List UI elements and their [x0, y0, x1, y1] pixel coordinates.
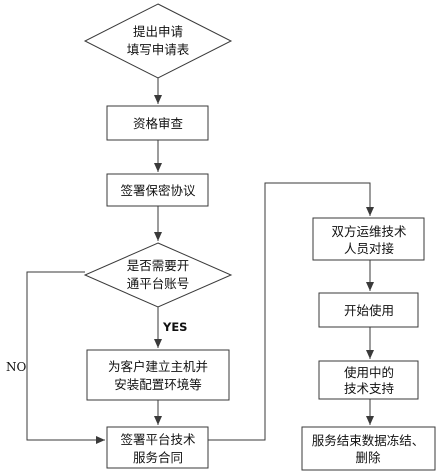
node-qualification-shape: [106, 105, 209, 141]
node-handover-line-2: 人员对接: [344, 241, 395, 256]
node-setup-line-2: 安装配置环境等: [114, 377, 202, 392]
node-end-line-1: 服务结束数据冻结、: [312, 433, 425, 448]
node-decision-line-2: 通平台账号: [127, 276, 190, 291]
node-contract-line-2: 服务合同: [133, 450, 183, 465]
node-nda-label: 签署保密协议: [120, 183, 196, 198]
node-support-line-1: 使用中的: [344, 365, 394, 380]
edge-label-no: NO: [6, 360, 27, 374]
node-decision-shape: [83, 242, 233, 308]
edge-decision-to-contract-no: [26, 271, 105, 444]
connectors: [26, 78, 374, 444]
node-support-line-2: 技术支持: [344, 381, 394, 396]
node-setup-line-1: 为客户建立主机并: [108, 359, 208, 374]
edge-label-yes: YES: [162, 320, 187, 334]
nodes: [83, 3, 436, 471]
node-qualification-label: 资格审查: [133, 116, 184, 131]
node-texts: 提出申请 填写申请表 资格审查 签署保密协议 是否需要开 通平台账号 为客户建立…: [108, 24, 424, 465]
node-handover-shape: [312, 217, 425, 261]
node-start-line-2: 填写申请表: [127, 42, 190, 57]
node-end-line-2: 删除: [355, 450, 381, 465]
node-decision-line-1: 是否需要开: [127, 258, 190, 273]
node-contract-shape: [106, 426, 209, 469]
node-start-line-1: 提出申请: [133, 24, 183, 39]
node-start-use-shape: [318, 292, 419, 328]
node-setup-shape: [86, 349, 230, 401]
edge-contract-to-handover: [208, 182, 374, 441]
node-end-shape: [301, 426, 436, 471]
node-start-shape: [83, 3, 233, 79]
node-handover-line-1: 双方运维技术: [331, 224, 407, 239]
node-support-shape: [318, 360, 419, 400]
node-nda-shape: [106, 173, 209, 207]
node-contract-line-1: 签署平台技术: [120, 432, 196, 447]
node-start-use-label: 开始使用: [344, 303, 394, 318]
